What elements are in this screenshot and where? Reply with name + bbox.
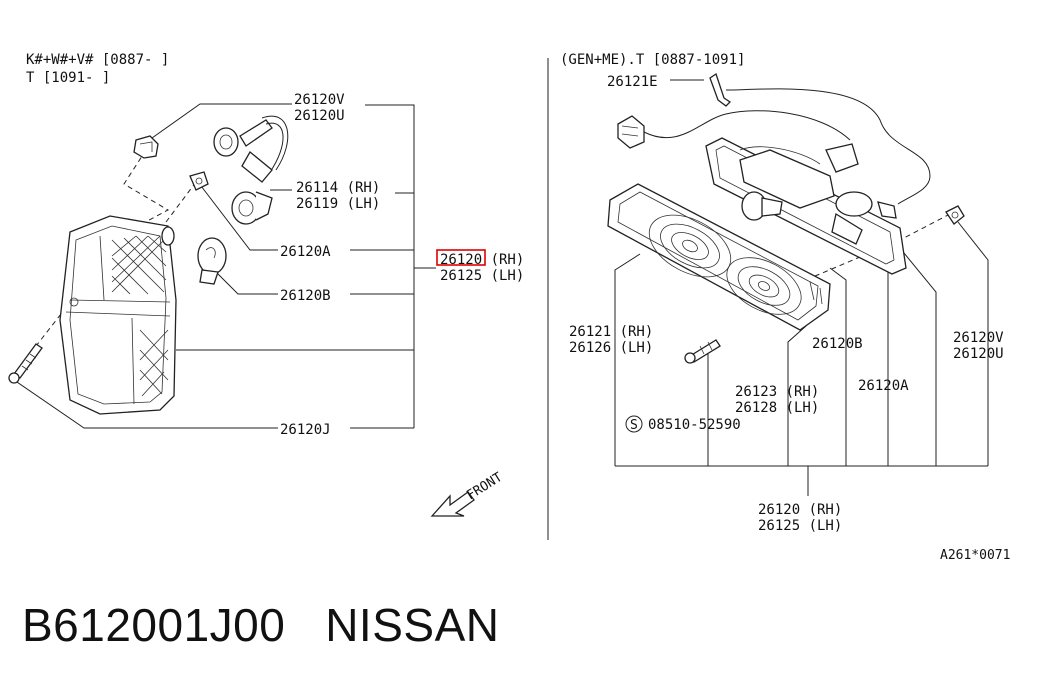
diagram-ref: A261*0071 — [940, 548, 1010, 563]
right-label-26121E: 26121E — [607, 74, 658, 90]
highlight-box — [436, 249, 486, 266]
screw-left — [8, 343, 43, 384]
right-label-26120A: 26120A — [858, 378, 909, 394]
left-label-26120A: 26120A — [280, 244, 331, 260]
harness-26121E — [617, 72, 931, 205]
sockets-right — [739, 143, 897, 245]
left-label-26120-rh: 26120 (RH) — [440, 252, 524, 268]
lamp-housing-26120J — [59, 215, 177, 415]
left-header-line2: T [1091- ] — [26, 70, 110, 86]
screw-right — [684, 339, 721, 364]
right-label-26125-lh: 26125 (LH) — [758, 518, 842, 534]
right-label-26120V: 26120V — [953, 330, 1004, 346]
right-label-26126-lh: 26126 (LH) — [569, 340, 653, 356]
left-label-26125-lh: 26125 (LH) — [440, 268, 524, 284]
right-label-26128-lh: 26128 (LH) — [735, 400, 819, 416]
bulb-26120B — [197, 237, 227, 285]
right-label-26123-rh: 26123 (RH) — [735, 384, 819, 400]
right-label-26120U: 26120U — [953, 346, 1004, 362]
left-label-26120U: 26120U — [294, 108, 345, 124]
lens-26121 — [607, 183, 831, 331]
right-label-26120B: 26120B — [812, 336, 863, 352]
left-leader-lines — [13, 103, 436, 429]
right-label-26120-rh: 26120 (RH) — [758, 502, 842, 518]
clip-26120V — [133, 135, 159, 159]
left-label-26119: 26119 (LH) — [296, 196, 380, 212]
socket-harness-26114 — [213, 115, 289, 225]
footer: B612001J00 NISSAN — [22, 598, 499, 658]
clip-26120V-right — [945, 205, 965, 225]
front-label: FRONT — [464, 470, 505, 504]
right-label-screw: 08510-52590 — [648, 417, 741, 433]
left-label-26120J: 26120J — [280, 422, 331, 438]
right-label-26121-rh: 26121 (RH) — [569, 324, 653, 340]
screw-symbol-circle — [625, 415, 643, 433]
left-label-26120V: 26120V — [294, 92, 345, 108]
bulb-26120B-right — [741, 191, 783, 221]
left-label-26114: 26114 (RH) — [296, 180, 380, 196]
left-label-26120B: 26120B — [280, 288, 331, 304]
part-number: B612001J00 — [22, 599, 286, 651]
screw-symbol: S — [630, 418, 638, 433]
left-header-line1: K#+W#+V# [0887- ] — [26, 52, 169, 68]
right-header: (GEN+ME).T [0887-1091] — [560, 52, 745, 68]
brand-name: NISSAN — [325, 599, 500, 651]
front-arrow-icon — [430, 491, 475, 517]
clip-26120A — [189, 171, 209, 191]
